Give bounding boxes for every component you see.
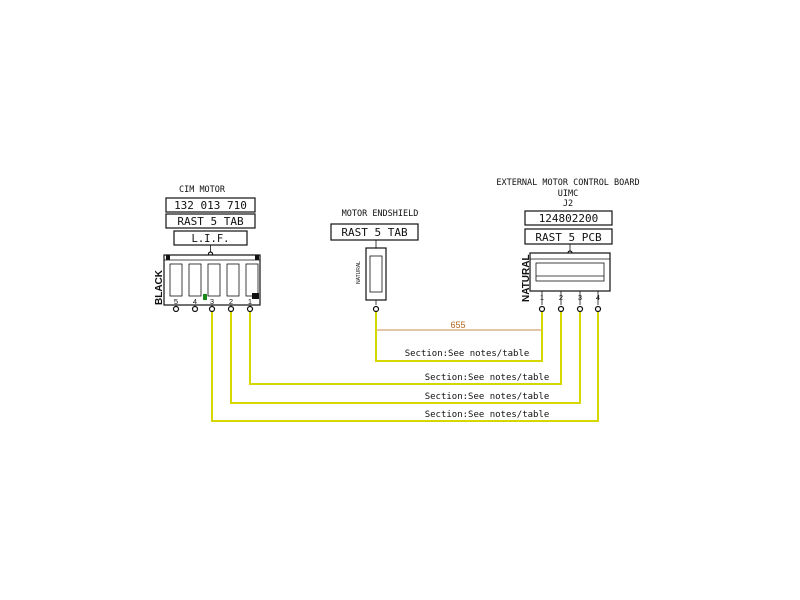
motor-endshield-block: MOTOR ENDSHIELD RAST 5 TAB NATURAL bbox=[330, 209, 419, 305]
control-board-block: EXTERNAL MOTOR CONTROL BOARD UIMC J2 124… bbox=[496, 178, 640, 305]
control-board-color-label: NATURAL bbox=[521, 254, 532, 302]
control-board-connector: RAST 5 PCB bbox=[535, 231, 602, 244]
control-board-part-number-box bbox=[524, 210, 613, 226]
wire-1-label: Section:See notes/table bbox=[405, 349, 530, 359]
cim-motor-color-label: BLACK bbox=[154, 269, 165, 305]
cim-motor-connector-housing bbox=[163, 254, 261, 306]
cim-motor-connector: RAST 5 TAB bbox=[177, 215, 244, 228]
endshield-pin-terminal bbox=[372, 305, 380, 313]
cim-motor-block: CIM MOTOR 132 013 710 RAST 5 TAB L.I.F. … bbox=[154, 185, 261, 307]
cim-pin-4-label: 4 bbox=[193, 297, 197, 306]
motor-endshield-connector: RAST 5 TAB bbox=[341, 226, 408, 239]
wire-3-label: Section:See notes/table bbox=[425, 392, 550, 402]
motor-endshield-title: MOTOR ENDSHIELD bbox=[342, 209, 419, 219]
cim-motor-title: CIM MOTOR bbox=[179, 185, 226, 195]
dimension-value: 655 bbox=[450, 320, 465, 330]
cim-motor-part-number-box bbox=[165, 197, 256, 213]
pin-terminals bbox=[172, 305, 602, 313]
wire-endshield-to-board-pin-1 bbox=[375, 309, 543, 362]
cim-pin-3-terminal bbox=[208, 305, 216, 313]
cim-pin-1-terminal bbox=[246, 305, 254, 313]
board-pin-3-terminal bbox=[576, 305, 584, 313]
cim-motor-part-number: 132 013 710 bbox=[174, 199, 247, 212]
wires: Section:See notes/table Section:See note… bbox=[211, 309, 599, 422]
wire-cim-pin-3-to-board-pin-4 bbox=[211, 309, 599, 422]
cim-pin-2-label: 2 bbox=[229, 297, 233, 306]
board-pin-2-terminal bbox=[557, 305, 565, 313]
cim-motor-lif-label: L.I.F. bbox=[192, 233, 230, 245]
cim-pin-5-label: 5 bbox=[174, 297, 178, 306]
board-pin-1-terminal bbox=[538, 305, 546, 313]
cim-pin-2-terminal bbox=[227, 305, 235, 313]
control-board-connector-id: J2 bbox=[563, 199, 573, 209]
control-board-subtitle: UIMC bbox=[558, 189, 578, 199]
cim-motor-pin-3-marker bbox=[203, 294, 207, 300]
control-board-part-number: 124802200 bbox=[539, 212, 599, 225]
wire-cim-pin-2-to-board-pin-3 bbox=[230, 309, 581, 404]
cim-pin-3-label: 3 bbox=[210, 297, 214, 306]
cim-motor-key-marker bbox=[252, 293, 259, 299]
control-board-connector-box bbox=[524, 228, 613, 245]
control-board-title: EXTERNAL MOTOR CONTROL BOARD bbox=[496, 178, 639, 188]
motor-endshield-color-label: NATURAL bbox=[356, 261, 362, 284]
wire-2-label: Section:See notes/table bbox=[425, 373, 550, 383]
cim-pin-4-terminal bbox=[191, 305, 199, 313]
dimension-655: 655 bbox=[376, 320, 542, 331]
cim-pin-1-label: 1 bbox=[248, 297, 252, 306]
wire-4-label: Section:See notes/table bbox=[425, 410, 550, 420]
board-pin-4-terminal bbox=[594, 305, 602, 313]
wire-cim-pin-1-to-board-pin-2 bbox=[249, 309, 562, 385]
cim-pin-5-terminal bbox=[172, 305, 180, 313]
cim-motor-connector-box bbox=[165, 213, 256, 229]
motor-endshield-connector-box bbox=[330, 223, 419, 241]
